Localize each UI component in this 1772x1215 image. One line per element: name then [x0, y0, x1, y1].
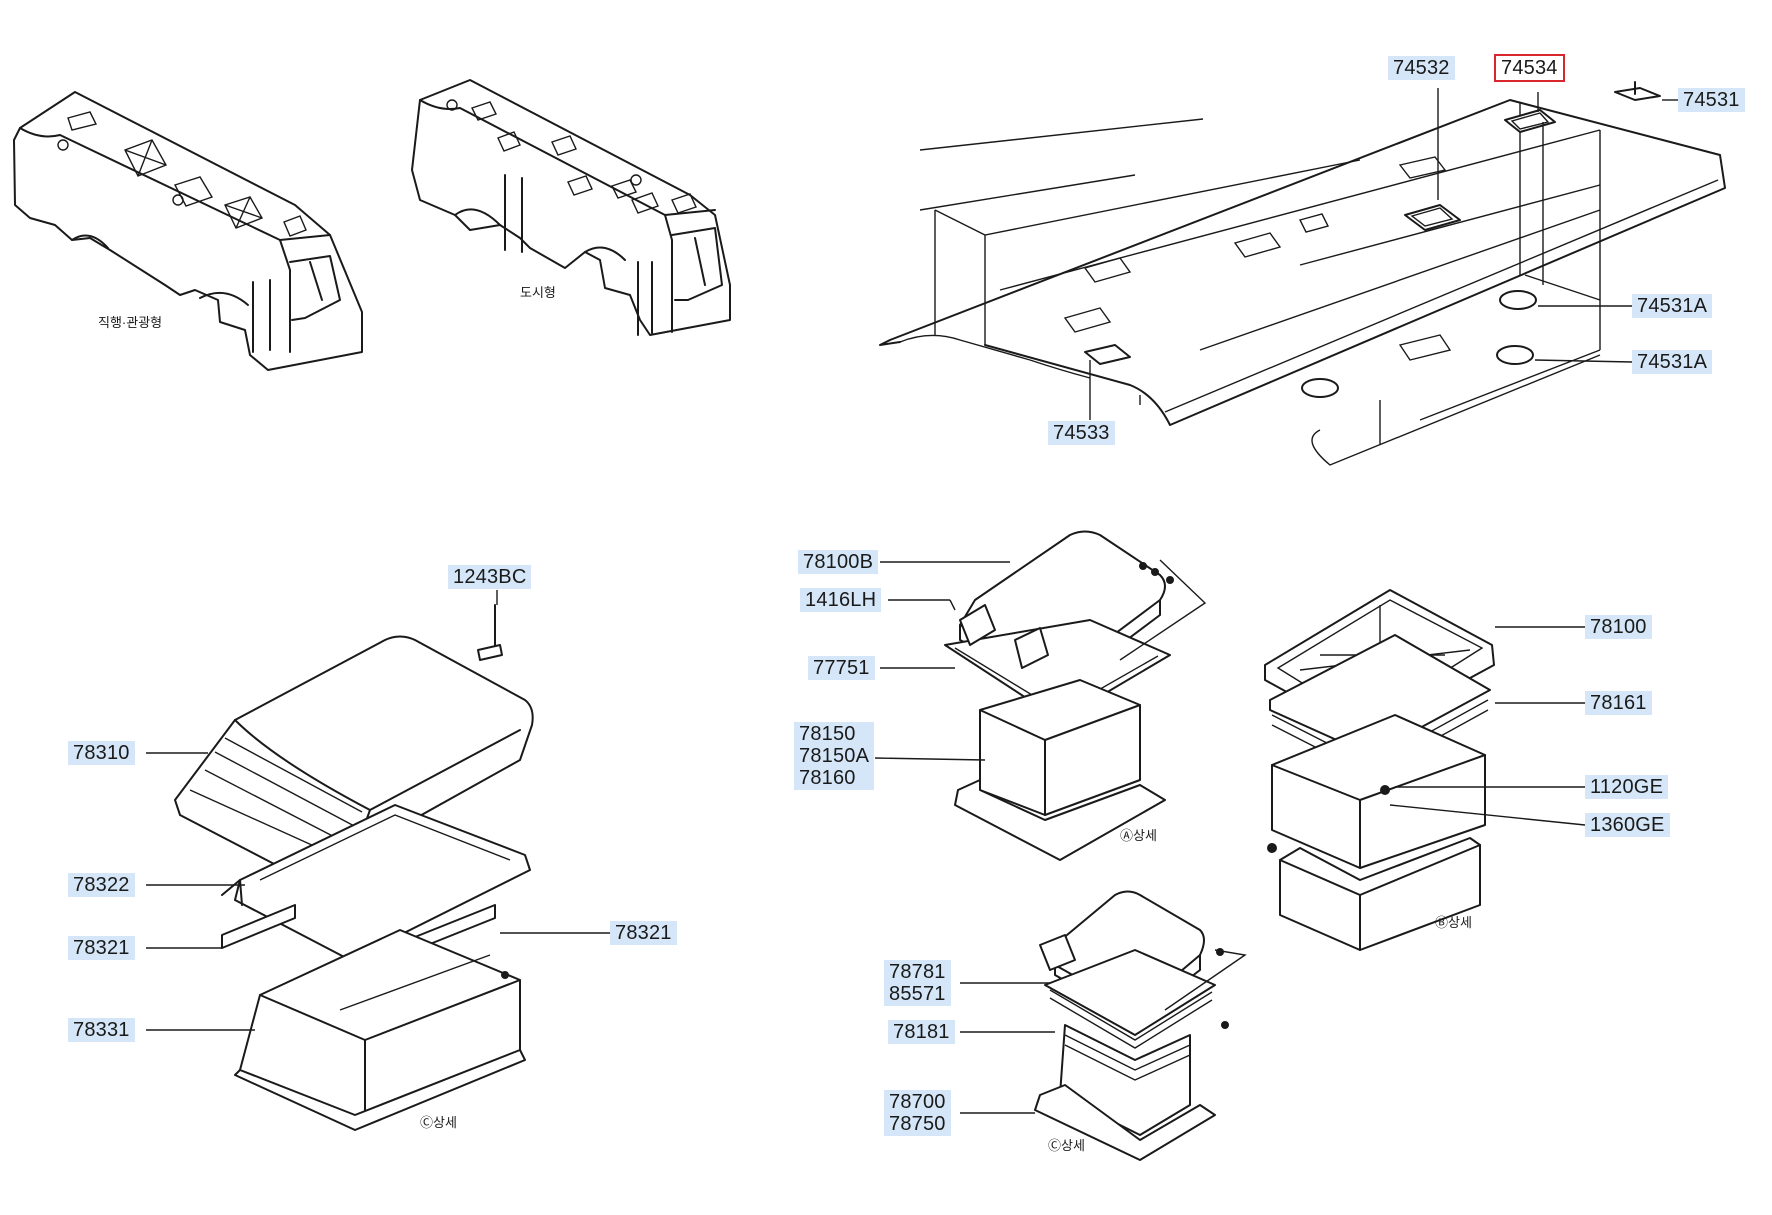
- caption-detail-c: Ⓒ상세: [1048, 1138, 1085, 1153]
- caption-detail-a: Ⓐ상세: [1120, 828, 1157, 843]
- part-label-1360GE[interactable]: 1360GE: [1585, 813, 1670, 837]
- part-label-78781-group[interactable]: 78781 85571: [884, 960, 951, 1006]
- part-label-78161[interactable]: 78161: [1585, 691, 1652, 715]
- part-label-78181[interactable]: 78181: [888, 1020, 955, 1044]
- caption-detail-b: Ⓑ상세: [1435, 915, 1472, 930]
- caption-highway-type: 직행·관광형: [98, 315, 163, 330]
- bus-highway-drawing: [13, 91, 363, 371]
- part-label-74531[interactable]: 74531: [1678, 88, 1745, 112]
- part-label-74532[interactable]: 74532: [1388, 56, 1455, 80]
- part-label-74533[interactable]: 74533: [1048, 421, 1115, 445]
- vent-assembly-d-drawing: [174, 604, 534, 1131]
- part-label-78322[interactable]: 78322: [68, 873, 135, 897]
- part-label-77751[interactable]: 77751: [808, 656, 875, 680]
- part-label-1243BC[interactable]: 1243BC: [448, 565, 532, 589]
- caption-detail-d: Ⓒ상세: [420, 1115, 457, 1130]
- vent-assembly-c-drawing: [1034, 890, 1247, 1161]
- part-label-1120GE[interactable]: 1120GE: [1585, 775, 1669, 799]
- part-label-78150-group[interactable]: 78150 78150A 78160: [794, 722, 875, 790]
- part-label-78331[interactable]: 78331: [68, 1018, 135, 1042]
- part-label-78321-right[interactable]: 78321: [610, 921, 677, 945]
- part-label-78700-group[interactable]: 78700 78750: [884, 1090, 951, 1136]
- part-label-74534-selected[interactable]: 74534: [1494, 54, 1565, 82]
- leader-lines: [146, 88, 1678, 1114]
- part-label-78100B[interactable]: 78100B: [798, 550, 879, 574]
- part-label-78321-left[interactable]: 78321: [68, 936, 135, 960]
- vent-assembly-b-drawing: [1264, 589, 1495, 951]
- part-label-78100[interactable]: 78100: [1585, 615, 1652, 639]
- part-label-78310[interactable]: 78310: [68, 741, 135, 765]
- part-label-74531A-upper[interactable]: 74531A: [1632, 294, 1713, 318]
- roof-panel-drawing: [879, 81, 1726, 466]
- part-label-1416LH[interactable]: 1416LH: [800, 588, 882, 612]
- caption-city-type: 도시형: [520, 285, 556, 300]
- bus-city-drawing: [411, 79, 731, 336]
- vent-assembly-a-drawing: [944, 530, 1207, 861]
- part-label-74531A-lower[interactable]: 74531A: [1632, 350, 1713, 374]
